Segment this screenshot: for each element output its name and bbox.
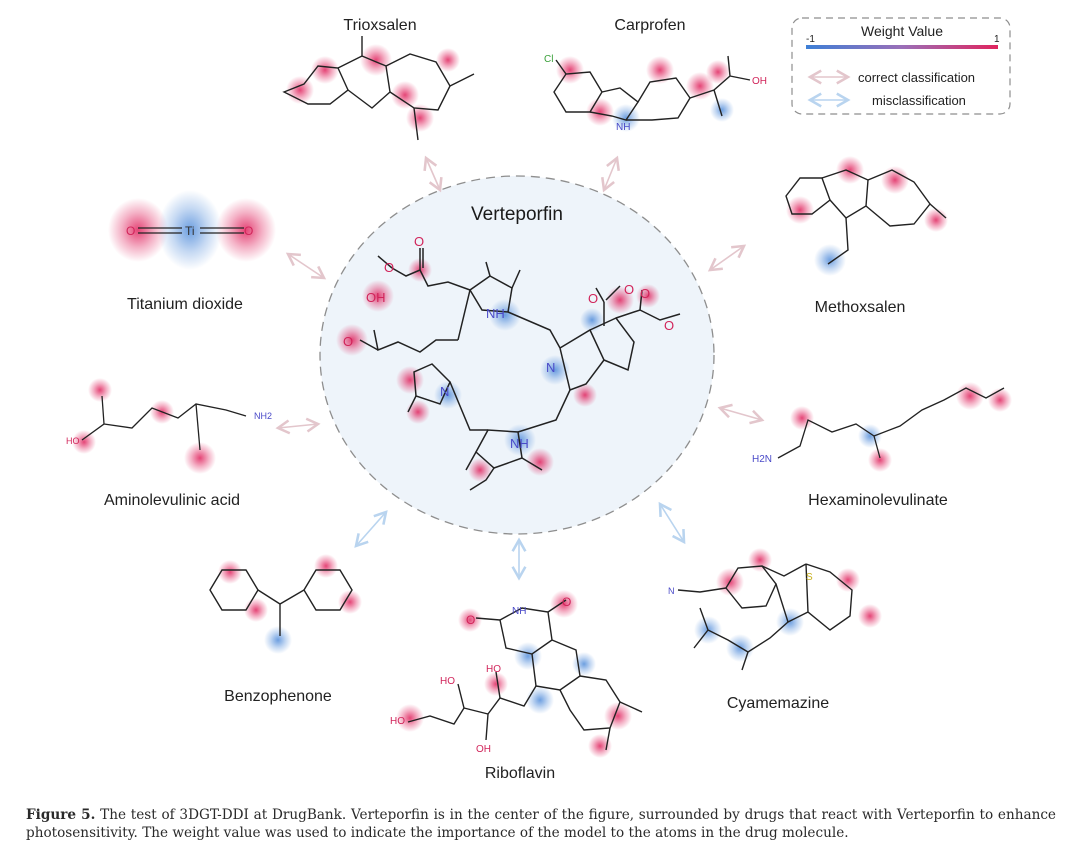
verteporfin-atoms: O O OH O O O O O bbox=[343, 234, 674, 349]
verteporfin-group: Verteporfin bbox=[319, 175, 715, 535]
svg-text:O: O bbox=[343, 334, 353, 349]
svg-text:O: O bbox=[126, 224, 135, 238]
svg-text:NH2: NH2 bbox=[254, 411, 272, 421]
arrow-trioxsalen bbox=[423, 155, 443, 193]
carprofen-label: Carprofen bbox=[614, 17, 685, 34]
svg-text:HO: HO bbox=[66, 436, 80, 446]
svg-text:O: O bbox=[640, 286, 650, 301]
svg-text:O: O bbox=[244, 224, 253, 238]
legend-correct: correct classification bbox=[858, 70, 975, 85]
verteporfin-structure bbox=[359, 248, 681, 491]
arrow-carprofen bbox=[601, 155, 620, 193]
interaction-arrows bbox=[275, 155, 765, 581]
svg-text:N: N bbox=[668, 586, 675, 596]
svg-text:HO: HO bbox=[440, 676, 455, 687]
cyamemazine-group: N S Cyamemazine bbox=[668, 548, 882, 712]
svg-text:OH: OH bbox=[752, 76, 767, 87]
legend-min: -1 bbox=[806, 34, 815, 45]
riboflavin-label: Riboflavin bbox=[485, 765, 555, 782]
legend: Weight Value -1 1 correct classification… bbox=[791, 17, 1011, 115]
arrow-aminolevulinic bbox=[275, 417, 321, 435]
methoxsalen-group: Methoxsalen bbox=[785, 156, 948, 316]
svg-text:Ti: Ti bbox=[185, 224, 195, 238]
methoxsalen-label: Methoxsalen bbox=[815, 299, 906, 316]
svg-text:NH: NH bbox=[616, 122, 630, 133]
legend-title: Weight Value bbox=[861, 23, 943, 39]
arrow-benzophenone bbox=[354, 510, 388, 548]
svg-text:HO: HO bbox=[486, 664, 501, 675]
svg-text:O: O bbox=[624, 282, 634, 297]
arrow-hexaminolevulinate bbox=[717, 403, 765, 425]
caption-text: The test of 3DGT-DDI at DrugBank. Vertep… bbox=[26, 807, 1056, 841]
trioxsalen-group: Trioxsalen bbox=[282, 17, 475, 141]
arrow-methoxsalen bbox=[707, 244, 747, 272]
titanium-label: Titanium dioxide bbox=[127, 296, 243, 313]
svg-text:NH: NH bbox=[510, 436, 529, 451]
svg-text:H2N: H2N bbox=[752, 454, 772, 465]
hexaminolevulinate-label: Hexaminolevulinate bbox=[808, 492, 948, 509]
hexaminolevulinate-group: H2N Hexaminolevulinate bbox=[752, 382, 1012, 509]
svg-text:S: S bbox=[806, 572, 813, 583]
svg-text:O: O bbox=[414, 234, 424, 249]
legend-scale bbox=[806, 45, 998, 49]
svg-text:N: N bbox=[546, 360, 555, 375]
svg-text:O: O bbox=[466, 613, 475, 627]
center-ellipse bbox=[319, 175, 715, 535]
svg-text:OH: OH bbox=[476, 744, 491, 755]
riboflavin-group: NH O O HO HO HO OH Riboflavin bbox=[390, 590, 643, 782]
figure-canvas: Verteporfin bbox=[66, 17, 1012, 782]
benzophenone-label: Benzophenone bbox=[224, 688, 332, 705]
benzophenone-group: Benzophenone bbox=[209, 554, 362, 705]
svg-text:OH: OH bbox=[366, 290, 386, 305]
cyamemazine-label: Cyamemazine bbox=[727, 695, 829, 712]
aminolevulinic-group: HO NH2 Aminolevulinic acid bbox=[66, 378, 272, 509]
caption-label: Figure 5. bbox=[26, 807, 96, 823]
aminolevulinic-label: Aminolevulinic acid bbox=[104, 492, 240, 509]
arrow-titanium bbox=[285, 252, 327, 280]
svg-text:O: O bbox=[562, 595, 571, 609]
titanium-group: O Ti O Titanium dioxide bbox=[108, 190, 276, 313]
legend-mis: misclassification bbox=[872, 93, 966, 108]
verteporfin-label: Verteporfin bbox=[471, 204, 563, 225]
svg-text:Cl: Cl bbox=[544, 54, 553, 65]
arrow-cyamemazine bbox=[658, 501, 686, 545]
svg-text:O: O bbox=[588, 291, 598, 306]
figure-caption: Figure 5. The test of 3DGT-DDI at DrugBa… bbox=[26, 806, 1056, 842]
svg-text:O: O bbox=[664, 318, 674, 333]
svg-text:N: N bbox=[440, 384, 449, 399]
legend-max: 1 bbox=[994, 34, 1000, 45]
svg-text:NH: NH bbox=[486, 306, 505, 321]
svg-text:O: O bbox=[384, 260, 394, 275]
svg-text:HO: HO bbox=[390, 716, 405, 727]
svg-text:NH: NH bbox=[512, 606, 526, 617]
carprofen-group: Cl NH OH Carprofen bbox=[544, 17, 767, 133]
trioxsalen-label: Trioxsalen bbox=[343, 17, 416, 34]
verteporfin-nitrogens: NH N NH N bbox=[440, 306, 555, 451]
